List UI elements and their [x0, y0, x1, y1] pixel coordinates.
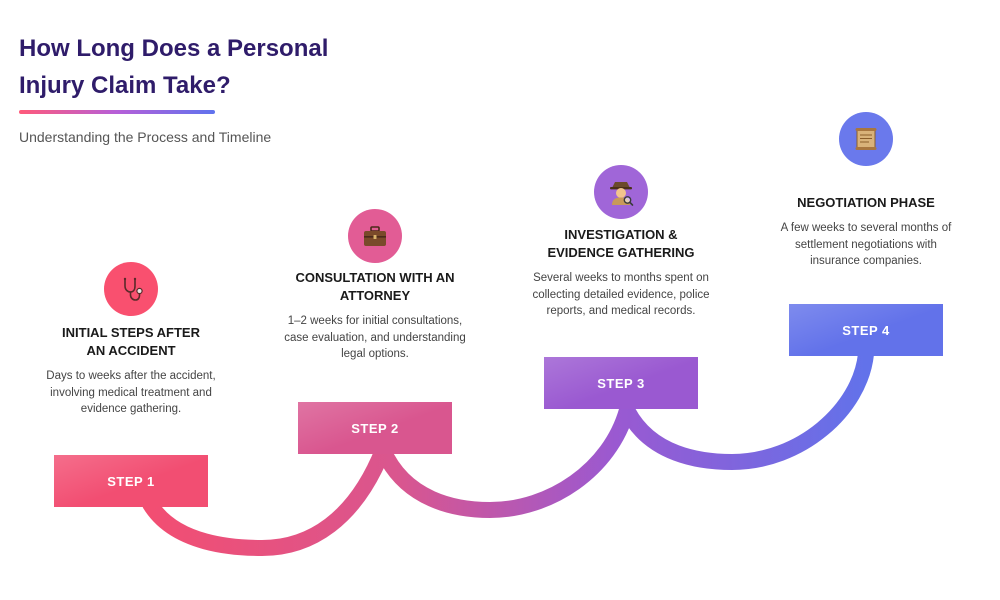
scroll-icon [855, 128, 877, 150]
step-4-label: STEP 4 [842, 322, 890, 338]
step-4-heading: NEGOTIATION PHASE [771, 194, 961, 212]
step-1-description: Days to weeks after the accident, involv… [46, 370, 216, 415]
page-subtitle: Understanding the Process and Timeline [19, 129, 272, 145]
step-2-box: STEP 2 [298, 402, 452, 454]
step-2-details: CONSULTATION WITH AN ATTORNEY 1–2 weeks … [280, 269, 470, 363]
step-3-label: STEP 3 [597, 375, 645, 391]
step-3-heading-line-2: EVIDENCE GATHERING [547, 245, 695, 260]
timeline-curve-path [142, 346, 874, 556]
stethoscope-icon [123, 277, 143, 301]
step-4-heading-line-1: NEGOTIATION PHASE [797, 195, 935, 210]
page-title: How Long Does a Personal Injury Claim Ta… [19, 30, 379, 104]
step-2-heading: CONSULTATION WITH AN ATTORNEY [280, 269, 470, 305]
step-3-box: STEP 3 [544, 357, 698, 409]
briefcase-icon [364, 226, 386, 246]
detective-icon [610, 182, 634, 206]
step-3-description: Several weeks to months spent on collect… [532, 272, 710, 317]
step-3-heading: INVESTIGATION & EVIDENCE GATHERING [526, 226, 716, 262]
step-4-box: STEP 4 [789, 304, 943, 356]
page-title-line-1: How Long Does a Personal [19, 35, 329, 62]
step-4-details: NEGOTIATION PHASE A few weeks to several… [771, 194, 961, 270]
step-1-box: STEP 1 [54, 455, 208, 507]
step-1-details: INITIAL STEPS AFTER AN ACCIDENT Days to … [36, 324, 226, 418]
step-3-icon-badge [594, 165, 648, 219]
step-1-heading-line-2: AN ACCIDENT [86, 343, 176, 358]
step-2-heading-line-1: CONSULTATION WITH AN [295, 270, 455, 285]
step-3-details: INVESTIGATION & EVIDENCE GATHERING Sever… [526, 226, 716, 320]
page-title-line-2: Injury Claim Take? [19, 72, 231, 99]
step-2-label: STEP 2 [351, 420, 399, 436]
step-4-icon-badge [839, 112, 893, 166]
step-2-description: 1–2 weeks for initial consultations, cas… [284, 315, 466, 360]
step-1-icon-badge [104, 262, 158, 316]
step-3-heading-line-1: INVESTIGATION & [564, 227, 678, 242]
step-1-heading-line-1: INITIAL STEPS AFTER [62, 325, 200, 340]
step-2-icon-badge [348, 209, 402, 263]
title-underline [19, 110, 215, 114]
step-1-label: STEP 1 [107, 473, 155, 489]
step-2-heading-line-2: ATTORNEY [339, 288, 411, 303]
step-4-description: A few weeks to several months of settlem… [780, 222, 952, 267]
step-1-heading: INITIAL STEPS AFTER AN ACCIDENT [36, 324, 226, 360]
